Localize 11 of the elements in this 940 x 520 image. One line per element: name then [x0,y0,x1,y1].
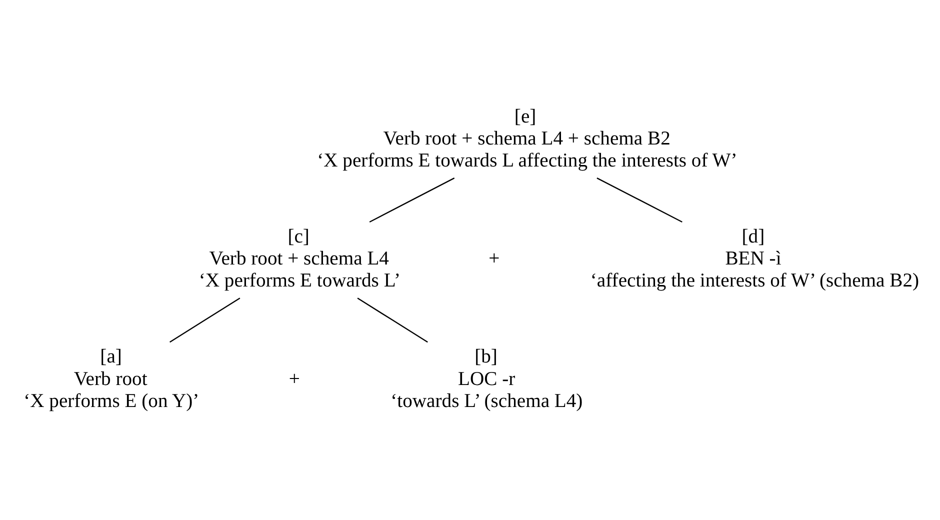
connector [596,177,682,223]
node-text: [a] Verb root ‘X performs E (on Y)’ [24,346,200,412]
connector [369,177,455,223]
label: + [488,248,500,270]
connector [170,298,240,343]
node-text: [e] Verb root + schema L4 + schema B2 ‘X performs E towards L affecting the interests of W’ [317,106,738,172]
node-text: [d] BEN -ì ‘affecting the interests of W’ (schema B2) [590,226,920,292]
node-text: [c] Verb root + schema L4 ‘X performs E towards L’ [198,226,401,292]
connector [357,298,428,343]
node-text: [b] LOC -r ‘towards L’ (schema L4) [390,346,583,412]
label: + [288,368,300,390]
